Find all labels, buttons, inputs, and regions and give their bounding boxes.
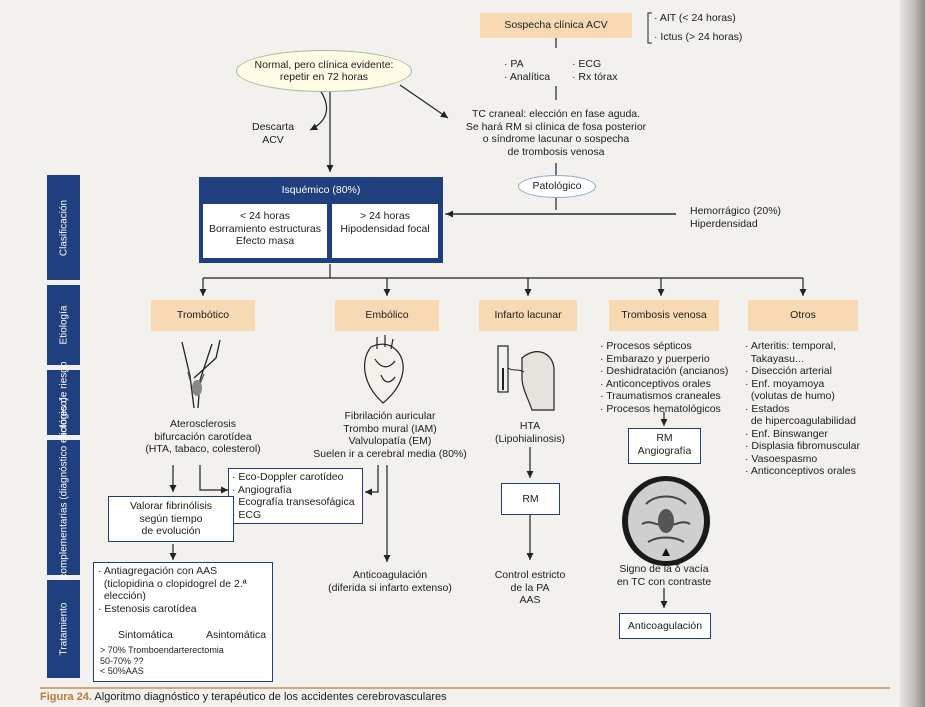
- caption-text: Algoritmo diagnóstico y terapéutico de l…: [91, 691, 447, 703]
- otros-factores: · Arteritis: temporal, Takayasu... · Dis…: [745, 340, 860, 477]
- trombotico-factores: Aterosclerosis bifurcación carotídea (HT…: [145, 418, 261, 455]
- lacunar-factores: HTA (Lipohialinosis): [494, 420, 566, 445]
- sidebar-label: Tratamiento: [58, 602, 69, 656]
- ictus-label: · Ictus (> 24 horas): [654, 31, 743, 43]
- isquemico-left: < 24 horas Borramiento estructuras Efect…: [203, 204, 327, 258]
- venosa-rm2: Angiografía: [637, 444, 692, 457]
- signo-text: Signo de la δ vacía en TC con contraste: [616, 563, 712, 588]
- tests-right: · ECG · Rx tórax: [572, 58, 618, 83]
- sintomatica-label: Sintomática: [118, 629, 173, 641]
- normal-oval: Normal, pero clínica evidente: repetir e…: [236, 50, 412, 92]
- venosa-rm-box: RM Angiografía: [628, 428, 701, 464]
- sidebar-factores: Factores de riesgo: [47, 361, 80, 444]
- trombotico-trat-text: · Antiagregación con AAS (ticlopidina o …: [98, 565, 247, 615]
- lacunar-trat: Control estricto de la PA AAS: [494, 569, 566, 606]
- cat-trombotico: Trombótico: [151, 300, 255, 331]
- trombotico-trat-box: · Antiagregación con AAS (ticlopidina o …: [93, 562, 273, 682]
- bp-cuff-illustration: [497, 345, 555, 411]
- cat-embolico: Embólico: [335, 300, 439, 331]
- venosa-rm1: RM: [656, 432, 673, 444]
- asintomatica-label: Asintomática: [206, 629, 267, 641]
- hemorragico-label: Hemorrágico (20%) Hiperdensidad: [690, 205, 782, 230]
- carotid-illustration: [181, 339, 221, 409]
- cat-lacunar: Infarto lacunar: [479, 300, 577, 331]
- isquemico-right: > 24 horas Hipodensidad focal: [332, 204, 438, 258]
- cat-otros: Otros: [748, 300, 858, 331]
- sidebar-pruebas: Pruebas complementarias (diagnóstico eti…: [47, 397, 80, 618]
- sidebar-clasificacion: Clasificación: [47, 175, 80, 280]
- embolico-factores: Fibrilación auricular Trombo mural (IAM)…: [313, 410, 467, 460]
- venosa-trat-box: Anticoagulación: [619, 613, 711, 639]
- lacunar-rm-box: RM: [501, 483, 560, 515]
- caption-label: Figura 24.: [40, 691, 92, 703]
- tests-left: · PA · Analítica: [504, 58, 551, 83]
- sidebar-label: Etiología: [58, 305, 69, 345]
- normal-text: Normal, pero clínica evidente: repetir e…: [254, 58, 394, 84]
- descarta-label: Descarta ACV: [251, 121, 294, 146]
- sidebar-tratamiento: Tratamiento: [47, 580, 80, 678]
- trombotico-pruebas-box: · Eco-Doppler carotídeo · Angiografía · …: [228, 468, 363, 524]
- heart-illustration: [364, 335, 404, 404]
- isquemico-box: Isquémico (80%) < 24 horas Borramiento e…: [199, 177, 443, 263]
- ct-scan-illustration: [622, 476, 710, 566]
- venosa-factores: · Procesos sépticos · Embarazo y puerper…: [600, 340, 729, 415]
- valorar-box: Valorar fibrinólisis según tiempo de evo…: [108, 496, 234, 542]
- figure-caption: Figura 24. Algoritmo diagnóstico y terap…: [40, 690, 447, 704]
- sidebar-label: Clasificación: [58, 199, 69, 256]
- isquemico-title: Isquémico (80%): [281, 184, 361, 196]
- percent-text: > 70% Tromboendarterectomia 50-70% ?? < …: [100, 645, 224, 676]
- embolico-trat: Anticoagulación (diferida si infarto ext…: [328, 569, 452, 594]
- patologico-oval: Patológico: [518, 175, 596, 198]
- sospecha-box: Sospecha clínica ACV: [480, 13, 632, 38]
- page-edge-shadow: [900, 0, 925, 707]
- tc-text: TC craneal: elección en fase aguda. Se h…: [465, 108, 647, 158]
- cat-venosa: Trombosis venosa: [609, 300, 719, 331]
- ait-label: · AIT (< 24 horas): [654, 12, 736, 24]
- sidebar-etiologia: Etiología: [47, 285, 80, 365]
